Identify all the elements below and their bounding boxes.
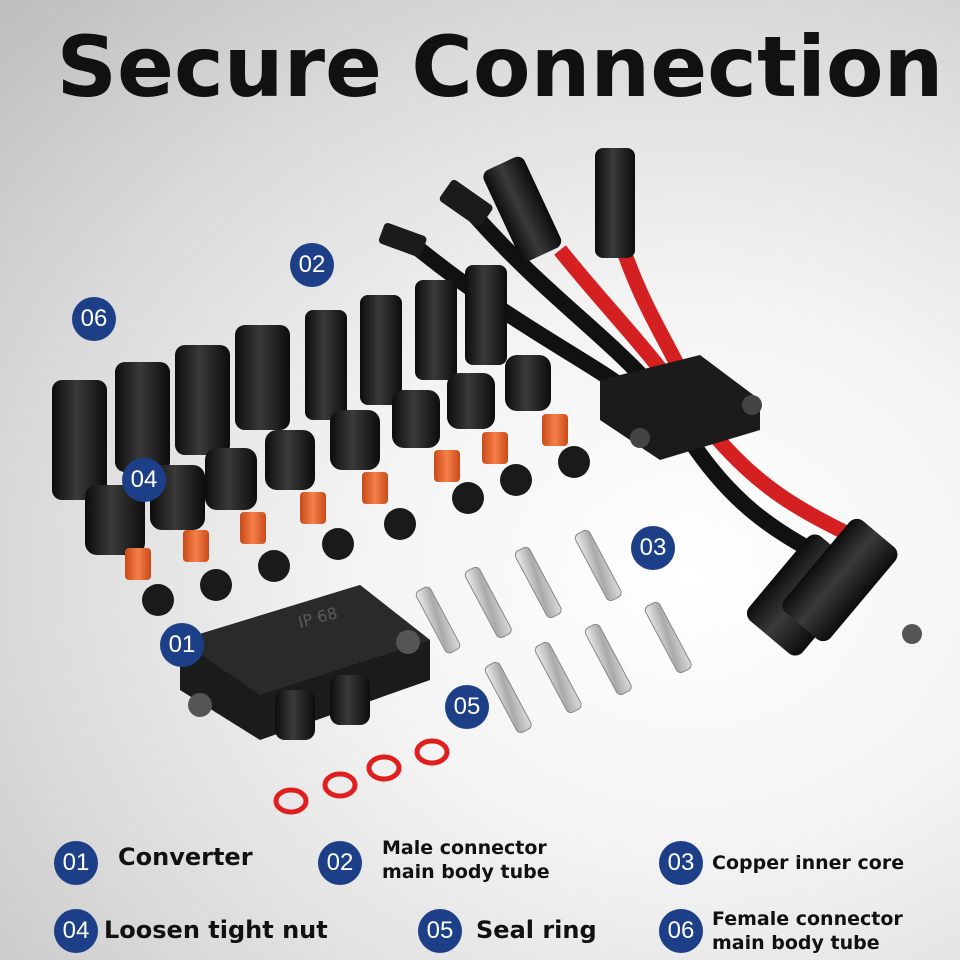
converter: IP 68 [180,585,430,740]
page-title: Secure Connection [56,18,944,116]
legend-label-male-connector-line2: main body tube [382,861,550,883]
legend-badge-01: 01 [54,841,98,885]
marker-04: 04 [122,458,166,502]
legend-badge-05: 05 [418,909,462,953]
legend-badge-03: 03 [659,841,703,885]
legend-label-converter: Converter [118,843,253,871]
legend-badge-04: 04 [54,909,98,953]
legend-badge-02: 02 [318,841,362,885]
legend-label-male-connector-line1: Male connector [382,837,547,859]
male-connector-bodies [305,265,507,420]
legend-label-copper-core: Copper inner core [712,852,905,874]
marker-03: 03 [631,526,675,570]
marker-06: 06 [72,297,116,341]
legend-label-nut: Loosen tight nut [104,916,328,944]
seal-rings [273,738,450,815]
legend-label-female-connector-line1: Female connector [712,908,903,930]
legend-badge-06: 06 [659,909,703,953]
orange-seals [125,414,568,580]
marker-02: 02 [290,243,334,287]
branch-cable-assembly [378,148,922,656]
marker-01: 01 [160,623,204,667]
cable-clamps [142,446,590,616]
legend-label-female-connector-line2: main body tube [712,932,880,954]
legend-label-seal-ring: Seal ring [476,916,597,944]
marker-05: 05 [445,685,489,729]
female-connector-bodies [52,325,290,500]
copper-cores [415,529,692,734]
